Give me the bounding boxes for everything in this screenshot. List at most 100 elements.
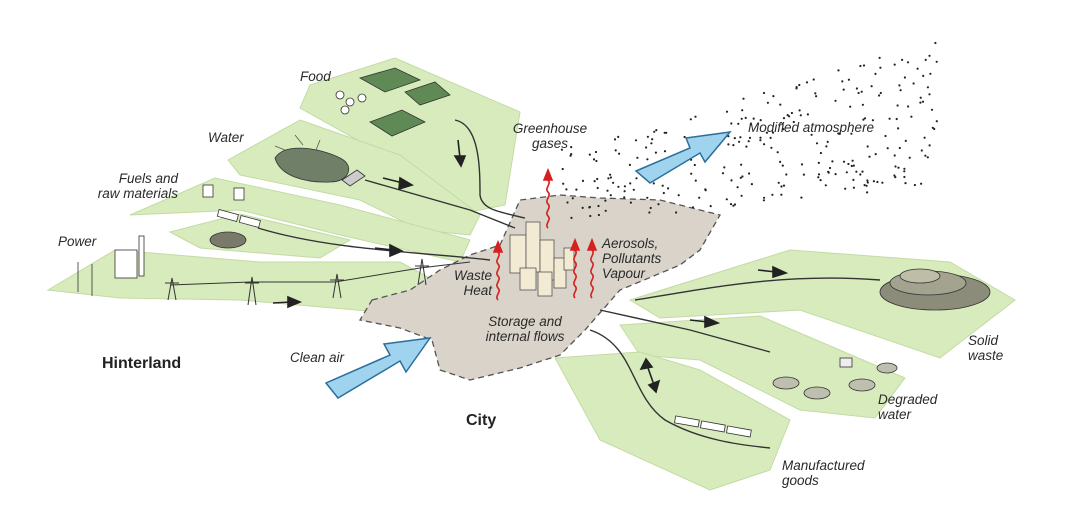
food-fields	[335, 67, 451, 137]
atmosphere-dot	[852, 178, 855, 181]
atmosphere-dot	[933, 127, 936, 131]
water-pipeline	[364, 179, 516, 229]
atmosphere-dot	[851, 159, 854, 162]
atmosphere-dot	[800, 196, 803, 199]
atmosphere-dot	[694, 179, 697, 182]
manufactured-rail	[589, 329, 771, 449]
atmosphere-dot	[935, 120, 938, 123]
atmosphere-dot	[863, 184, 866, 187]
atmosphere-dot	[732, 204, 735, 207]
atmosphere-dot	[896, 104, 899, 107]
food-flow-arrow	[453, 139, 467, 168]
atmosphere-dot	[623, 196, 626, 199]
transport-lines	[257, 119, 881, 449]
atmosphere-dot	[565, 188, 568, 191]
atmosphere-dot	[844, 187, 847, 190]
atmosphere-dot	[845, 171, 848, 174]
atmosphere-dot	[815, 142, 819, 145]
atmosphere-dot	[928, 144, 931, 147]
atmosphere-dot	[766, 101, 770, 104]
atmosphere-dot	[929, 72, 932, 75]
atmosphere-dot	[916, 67, 919, 70]
waste-heat-red-arrow	[492, 239, 504, 301]
atmosphere-dot	[741, 109, 744, 112]
pylon-icon	[330, 273, 344, 299]
oil-pump-icon	[233, 187, 245, 201]
building-icon	[563, 247, 575, 271]
power-lines	[165, 258, 471, 306]
atmosphere-dot	[744, 116, 747, 119]
tank-icon	[803, 386, 831, 400]
atmosphere-dot	[759, 136, 762, 139]
manufactured-land	[554, 351, 791, 491]
atmosphere-dot	[740, 163, 743, 166]
atmosphere-dot	[795, 87, 798, 90]
train-car-icon	[674, 415, 700, 428]
atmosphere-dot	[850, 132, 853, 135]
atmosphere-dot	[662, 191, 665, 195]
aerosols-red-arrow-1	[569, 237, 581, 299]
atmosphere-dot	[924, 58, 927, 62]
modified-atmosphere-arrow	[634, 130, 732, 184]
atmosphere-dot	[588, 153, 591, 156]
atmosphere-dot	[855, 170, 858, 173]
atmosphere-dot	[763, 196, 766, 199]
atmosphere-dot	[772, 95, 775, 98]
atmosphere-dot	[654, 151, 658, 154]
atmosphere-dot	[661, 184, 664, 187]
atmosphere-dot	[663, 150, 667, 153]
lake-icon	[274, 147, 350, 183]
building-icon	[537, 271, 553, 297]
atmosphere-dot	[725, 110, 729, 113]
fuels-flow-arrow	[374, 243, 404, 258]
atmosphere-dot	[732, 144, 735, 147]
atmosphere-dot	[920, 182, 923, 185]
treatment-tanks	[772, 357, 898, 400]
atmosphere-dot	[780, 193, 783, 196]
atmosphere-dot	[898, 84, 901, 87]
atmosphere-dot	[842, 160, 846, 163]
atmosphere-dot	[919, 96, 922, 99]
atmosphere-dot	[819, 179, 822, 182]
atmosphere-dot	[912, 82, 915, 85]
atmosphere-dot	[765, 131, 769, 134]
atmosphere-dot	[781, 122, 784, 125]
atmosphere-dot	[862, 64, 866, 67]
atmosphere-dot	[899, 89, 902, 92]
atmosphere-dot	[645, 146, 648, 149]
tree-icon	[340, 105, 350, 115]
atmosphere-dot	[740, 194, 743, 197]
treatment-house-icon	[839, 357, 853, 368]
atmosphere-dot	[871, 119, 875, 122]
atmosphere-dot	[733, 137, 736, 140]
atmosphere-dot	[623, 190, 626, 193]
goods-train	[674, 415, 752, 438]
atmosphere-dot	[752, 117, 755, 120]
atmosphere-dot	[874, 72, 877, 75]
atmosphere-dot	[730, 122, 733, 125]
atmosphere-dot	[825, 145, 828, 148]
atmosphere-dot	[779, 103, 782, 106]
atmosphere-dot	[569, 154, 572, 157]
atmosphere-dot	[595, 159, 598, 163]
atmosphere-dot	[847, 78, 851, 81]
atmosphere-dot	[771, 131, 775, 134]
atmosphere-dot	[935, 60, 938, 63]
atmosphere-dot	[570, 146, 573, 149]
atmosphere-dot	[652, 182, 655, 185]
atmosphere-dot	[897, 127, 900, 130]
atmosphere-dot	[919, 101, 922, 104]
atmosphere-dot	[704, 188, 707, 191]
chimney-icon	[138, 235, 145, 277]
atmosphere-dot	[926, 86, 930, 89]
atmosphere-dot	[893, 63, 896, 66]
atmosphere-dot	[850, 164, 853, 168]
atmosphere-dot	[677, 194, 680, 197]
building-icon	[553, 257, 567, 289]
power-plant-icon	[114, 249, 138, 279]
atmosphere-dot	[596, 186, 599, 190]
atmosphere-dot	[802, 173, 806, 176]
